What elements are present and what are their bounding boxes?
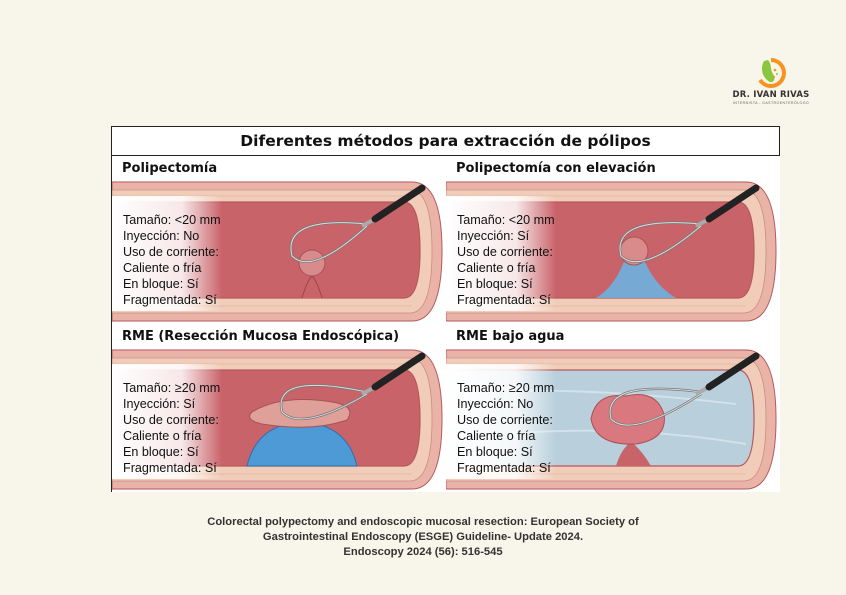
illustration-shape: [446, 196, 646, 311]
panel-info-line: Uso de corriente:: [457, 413, 553, 427]
illustration-shape: [446, 364, 646, 479]
panel-title: Polipectomía: [122, 161, 218, 176]
panel-info-line: Uso de corriente:: [123, 245, 219, 259]
endoscope-catheter: [705, 352, 760, 391]
logo-subtitle: INTERNISTA - GASTROENTERÓLOGO: [732, 101, 810, 105]
colon-illustration: [446, 349, 777, 490]
panel-rme: RME (Resección Mucosa Endoscópica) Tamañ…: [112, 324, 447, 492]
colon-illustration: [112, 349, 443, 490]
illustration-shape: [112, 196, 312, 311]
panel-info-line: Fragmentada: Sí: [457, 293, 551, 307]
panel-info-line: Fragmentada: Sí: [123, 293, 217, 307]
caption-line: Endoscopy 2024 (56): 516-545: [343, 546, 503, 558]
panel-info-line: Uso de corriente:: [123, 413, 219, 427]
panel-info-line: Caliente o fría: [123, 429, 202, 443]
panel-info-line: Uso de corriente:: [457, 245, 553, 259]
panel-rme-bajo-agua: RME bajo agua Tamaño: ≥20 mm Inyección: N…: [446, 324, 780, 492]
panel-info-line: Tamaño: ≥20 mm: [123, 381, 221, 395]
panel-title: RME bajo agua: [456, 329, 565, 344]
panel-info: Tamaño: ≥20 mm Inyección: No Uso de corrie…: [457, 380, 554, 476]
stomach-logo-icon: [758, 58, 786, 88]
illustration-shape: [112, 364, 312, 479]
caption-line: Colorectal polypectomy and endoscopic mu…: [207, 516, 639, 528]
caption-line: Gastrointestinal Endoscopy (ESGE) Guidel…: [262, 531, 584, 543]
panel-info-line: Fragmentada: Sí: [457, 461, 551, 475]
panel-info-line: En bloque: Sí: [123, 277, 199, 291]
endoscope-catheter: [371, 352, 426, 391]
logo: DR. IVAN RIVAS INTERNISTA - GASTROENTERÓ…: [712, 58, 830, 105]
logo-name: DR. IVAN RIVAS: [732, 90, 810, 100]
colon-illustration: [446, 181, 777, 322]
panel-info-line: Inyección: Sí: [123, 397, 196, 411]
colon-illustration: [112, 181, 443, 322]
panel-info-line: Caliente o fría: [457, 261, 536, 275]
panel-info-line: Inyección: Sí: [457, 229, 530, 243]
endoscope-catheter: [705, 184, 760, 223]
figure: Diferentes métodos para extracción de pó…: [111, 126, 780, 492]
panel-polipectomia-elevacion: Polipectomía con elevación Tamaño: <20 m…: [446, 156, 780, 325]
panel-polipectomia: Polipectomía Tamaño: <20 mm Inyección: No…: [112, 156, 447, 325]
panel-info-line: Tamaño: <20 mm: [457, 213, 555, 227]
panel-info-line: Inyección: No: [123, 229, 200, 243]
panel-info-line: En bloque: Sí: [457, 445, 533, 459]
panel-info: Tamaño: ≥20 mm Inyección: Sí Uso de corrie…: [123, 380, 220, 476]
panel-title: RME (Resección Mucosa Endoscópica): [122, 329, 400, 344]
endoscope-catheter: [371, 184, 426, 223]
panel-info: Tamaño: <20 mm Inyección: Sí Uso de corrie…: [457, 212, 555, 308]
panel-info-line: Tamaño: ≥20 mm: [457, 381, 555, 395]
panel-info-line: Tamaño: <20 mm: [123, 213, 221, 227]
panel-info-line: Fragmentada: Sí: [123, 461, 217, 475]
citation-caption: Colorectal polypectomy and endoscopic mu…: [150, 515, 696, 560]
panel-title: Polipectomía con elevación: [456, 161, 656, 176]
panel-info-line: Caliente o fría: [457, 429, 536, 443]
panel-info-line: Inyección: No: [457, 397, 534, 411]
panel-info-line: En bloque: Sí: [123, 445, 199, 459]
panel-info: Tamaño: <20 mm Inyección: No Uso de corrie…: [123, 212, 221, 308]
panel-info-line: En bloque: Sí: [457, 277, 533, 291]
panel-info-line: Caliente o fría: [123, 261, 202, 275]
figure-title: Diferentes métodos para extracción de pó…: [112, 127, 779, 156]
